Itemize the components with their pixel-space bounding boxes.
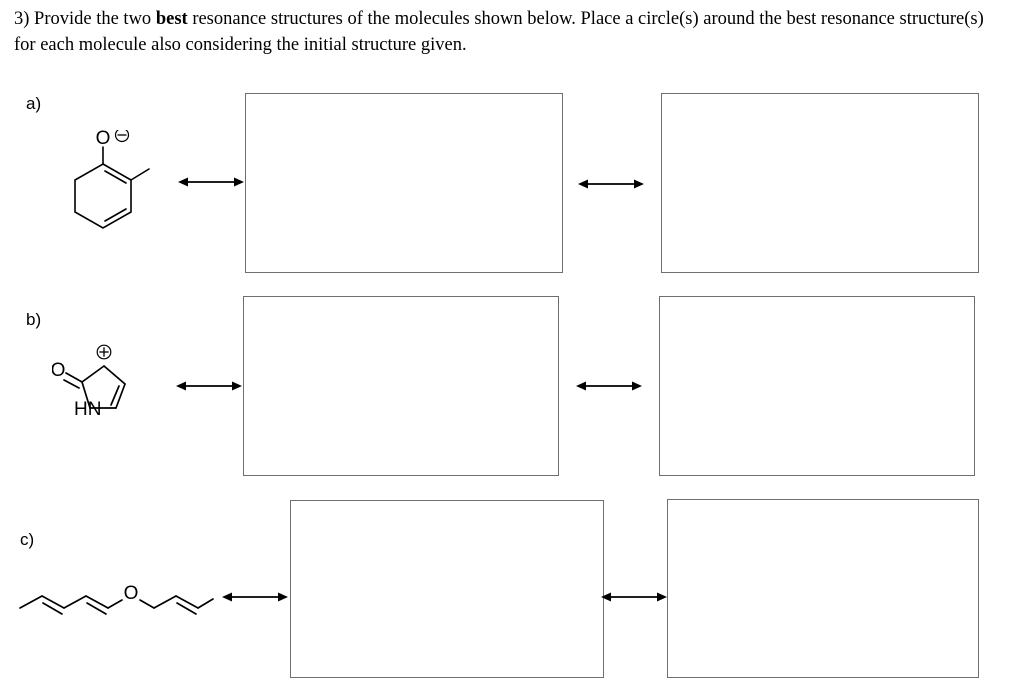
atom-label-oxygen-b: O bbox=[52, 360, 65, 381]
prompt-emphasis-best: best bbox=[155, 9, 188, 29]
resonance-arrow-c-2 bbox=[601, 587, 667, 607]
prompt-line1-post: resonance structures of the molecules sh… bbox=[187, 9, 817, 29]
molecule-a-2-methylphenoxide: O bbox=[55, 127, 175, 240]
answer-box-b-2[interactable] bbox=[659, 296, 975, 476]
atom-label-oxygen-c: O bbox=[124, 583, 139, 604]
part-label-b: b) bbox=[26, 310, 42, 329]
answer-box-c-2[interactable] bbox=[667, 499, 979, 678]
charge-positive-b bbox=[96, 344, 112, 360]
prompt-line2: resonance structure(s) for each molecule… bbox=[14, 9, 984, 55]
atom-label-hn-b: HN bbox=[74, 399, 101, 420]
answer-box-a-2[interactable] bbox=[661, 93, 979, 273]
resonance-arrow-b-1 bbox=[176, 376, 242, 396]
answer-box-c-1[interactable] bbox=[290, 500, 604, 678]
answer-box-b-1[interactable] bbox=[243, 296, 559, 476]
molecule-b-pyrrolinone-cation: O HN bbox=[51, 340, 162, 430]
part-label-c: c) bbox=[20, 530, 35, 549]
question-prompt: 3) Provide the two best resonance struct… bbox=[14, 6, 1004, 58]
answer-box-a-1[interactable] bbox=[245, 93, 563, 273]
resonance-arrow-b-2 bbox=[576, 376, 642, 396]
atom-label-oxygen-a: O bbox=[96, 130, 111, 149]
resonance-arrow-a-1 bbox=[178, 172, 244, 192]
part-label-a: a) bbox=[26, 94, 42, 113]
charge-negative-a bbox=[114, 127, 130, 143]
resonance-arrow-c-1 bbox=[222, 587, 288, 607]
resonance-arrow-a-2 bbox=[578, 174, 644, 194]
molecule-c-divinyl-ether: O bbox=[14, 578, 219, 620]
prompt-line1-pre: 3) Provide the two bbox=[14, 9, 156, 29]
